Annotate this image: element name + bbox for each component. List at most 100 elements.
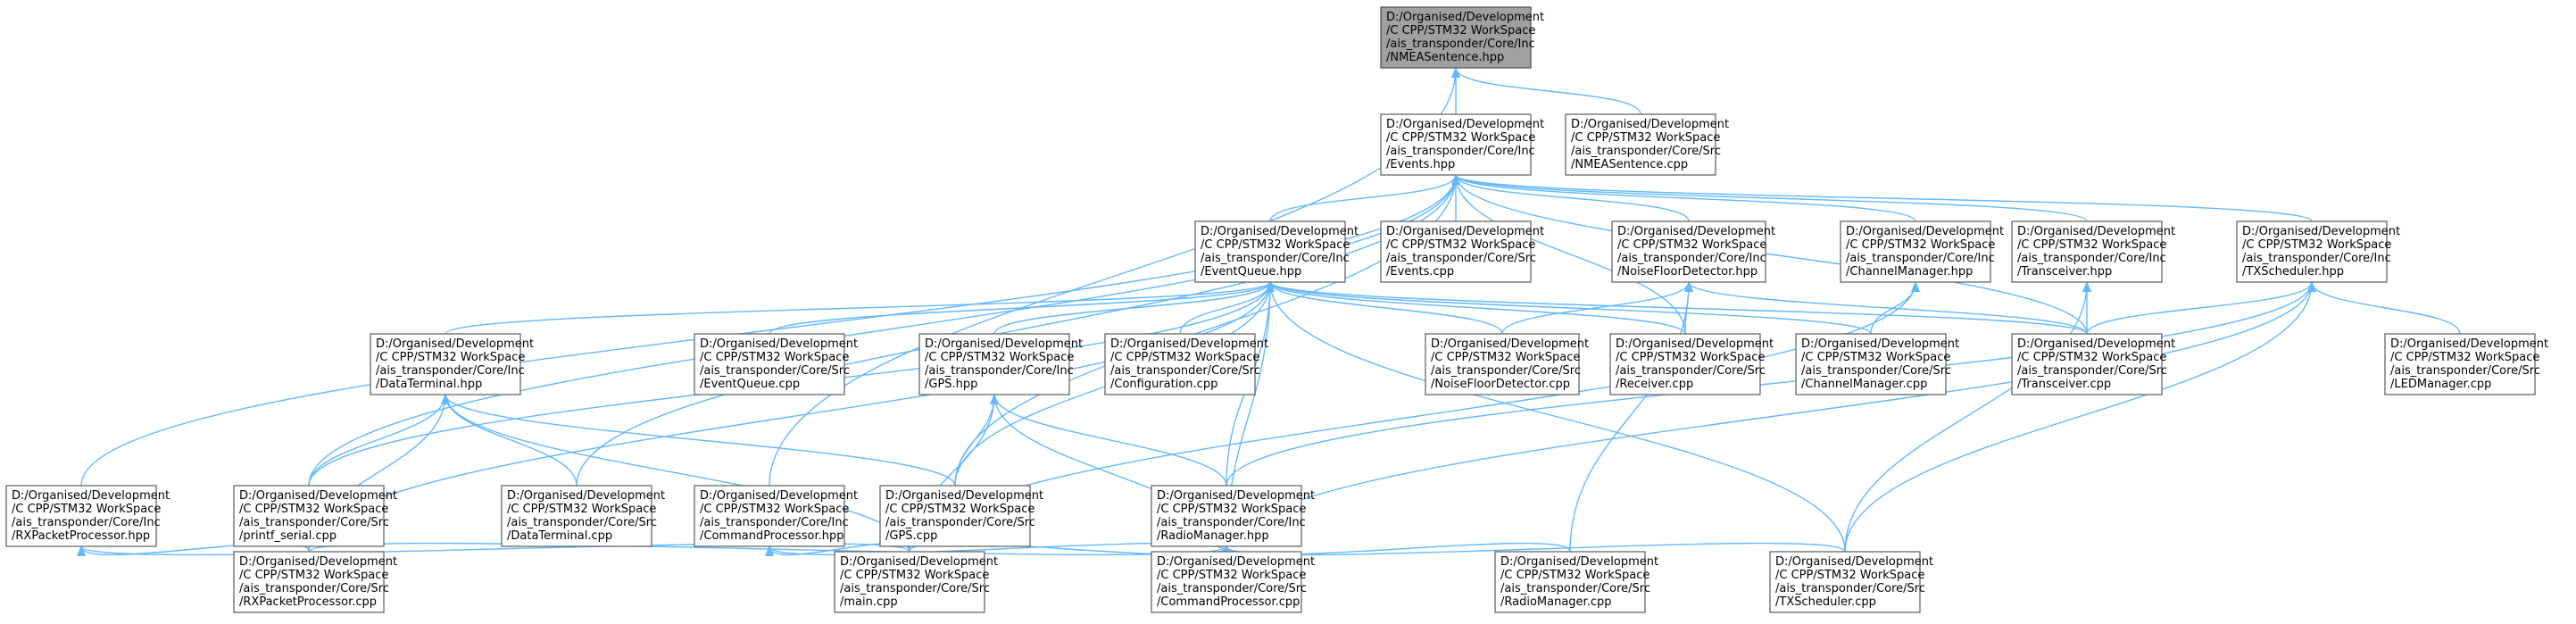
node-label-line: /ais_transponder/Core/Inc	[1157, 516, 1306, 529]
node-ledmanager_cpp[interactable]: D:/Organised/Development/C CPP/STM32 Wor…	[2384, 333, 2548, 395]
node-label-line: /C CPP/STM32 WorkSpace	[1110, 351, 1259, 364]
node-cmdproc_hpp[interactable]: D:/Organised/Development/C CPP/STM32 Wor…	[694, 485, 858, 547]
node-channelmgr_cpp[interactable]: D:/Organised/Development/C CPP/STM32 Wor…	[1795, 333, 1959, 395]
node-label-line: /C CPP/STM32 WorkSpace	[507, 503, 656, 516]
node-label-line: /ais_transponder/Core/Src	[840, 582, 990, 595]
node-label-line: /ais_transponder/Core/Src	[2390, 364, 2540, 378]
node-txscheduler_hpp[interactable]: D:/Organised/Development/C CPP/STM32 Wor…	[2236, 220, 2400, 283]
node-label-line: D:/Organised/Development	[1157, 555, 1315, 569]
node-label-line: /C CPP/STM32 WorkSpace	[1801, 351, 1950, 364]
node-label-line: /ChannelManager.cpp	[1801, 378, 1927, 391]
node-label-line: /C CPP/STM32 WorkSpace	[700, 503, 849, 516]
edge-gps_cpp-to-gps_hpp	[954, 394, 999, 487]
node-label-line: /NMEASentence.hpp	[1386, 51, 1504, 64]
node-label-line: /ais_transponder/Core/Src	[1571, 145, 1721, 158]
node-label-line: D:/Organised/Development	[376, 337, 534, 351]
node-nmea_cpp[interactable]: D:/Organised/Development/C CPP/STM32 Wor…	[1565, 113, 1729, 176]
node-box	[501, 485, 652, 547]
edge-nmea_cpp-to-nmea_hpp	[1451, 67, 1641, 115]
edge-main_cpp-to-rxpacket_hpp	[77, 542, 910, 557]
node-label-line: D:/Organised/Development	[1201, 225, 1359, 238]
node-rxpacket_cpp[interactable]: D:/Organised/Development/C CPP/STM32 Wor…	[233, 551, 397, 613]
edge-printf_cpp-to-dataterminal_hpp	[308, 394, 450, 487]
node-channelmgr_hpp[interactable]: D:/Organised/Development/C CPP/STM32 Wor…	[1840, 220, 2004, 283]
edge-channelmgr_cpp-to-channelmgr_hpp	[1870, 281, 1920, 335]
node-label-line: /C CPP/STM32 WorkSpace	[12, 503, 161, 516]
node-box	[694, 485, 845, 547]
node-label-line: /ais_transponder/Core/Inc	[1386, 37, 1535, 51]
node-transceiver_cpp[interactable]: D:/Organised/Development/C CPP/STM32 Wor…	[2011, 333, 2175, 395]
edge-ledmanager_cpp-to-txscheduler_hpp	[2307, 281, 2461, 335]
node-rxpacket_hpp[interactable]: D:/Organised/Development/C CPP/STM32 Wor…	[5, 485, 170, 547]
node-label-line: /DataTerminal.cpp	[507, 529, 612, 543]
node-label-line: /ais_transponder/Core/Src	[1157, 582, 1307, 595]
node-box	[879, 485, 1031, 547]
node-label-line: /ais_transponder/Core/Inc	[12, 516, 161, 529]
node-label-line: /C CPP/STM32 WorkSpace	[1775, 569, 1924, 582]
node-noisefloor_hpp[interactable]: D:/Organised/Development/C CPP/STM32 Wor…	[1611, 220, 1775, 283]
edge-transceiver_hpp-to-events_hpp	[1451, 174, 2088, 222]
node-label-line: /Receiver.cpp	[1616, 378, 1693, 391]
node-label-line: /C CPP/STM32 WorkSpace	[2390, 351, 2539, 364]
node-label-line: /printf_serial.cpp	[239, 529, 337, 543]
node-label-line: /RXPacketProcessor.cpp	[239, 595, 377, 609]
node-dataterminal_hpp[interactable]: D:/Organised/Development/C CPP/STM32 Wor…	[370, 333, 534, 395]
node-label-line: /RadioManager.hpp	[1157, 529, 1269, 543]
edge-noisefloor_hpp-to-events_hpp	[1451, 174, 1690, 222]
node-label-line: D:/Organised/Development	[1157, 489, 1315, 503]
node-label-line: /C CPP/STM32 WorkSpace	[1386, 131, 1535, 145]
edge-txscheduler_hpp-to-events_hpp	[1451, 174, 2313, 222]
node-label-line: D:/Organised/Development	[1775, 555, 1933, 569]
node-box	[1151, 485, 1302, 547]
node-label-line: D:/Organised/Development	[1616, 337, 1774, 351]
node-dataterminal_cpp[interactable]: D:/Organised/Development/C CPP/STM32 Wor…	[501, 485, 665, 547]
node-radiomgr_cpp[interactable]: D:/Organised/Development/C CPP/STM32 Wor…	[1494, 551, 1658, 613]
node-receiver_cpp[interactable]: D:/Organised/Development/C CPP/STM32 Wor…	[1609, 333, 1774, 395]
edge-radiomgr_hpp-to-gps_hpp	[990, 394, 1227, 487]
edge-noisefloor_cpp-to-noisefloor_hpp	[1501, 281, 1693, 335]
node-label-line: /GPS.cpp	[885, 529, 937, 543]
node-label-line: D:/Organised/Development	[1571, 118, 1729, 131]
node-box	[2384, 333, 2536, 395]
node-label-line: D:/Organised/Development	[1500, 555, 1658, 569]
edge-radiomgr_cpp-to-noisefloor_hpp	[1569, 281, 1693, 553]
node-label-line: /ais_transponder/Core/Src	[1500, 582, 1650, 595]
node-label-line: D:/Organised/Development	[925, 337, 1083, 351]
node-gps_hpp[interactable]: D:/Organised/Development/C CPP/STM32 Wor…	[918, 333, 1083, 395]
node-label-line: /ais_transponder/Core/Inc	[925, 364, 1074, 378]
edge-txscheduler_cpp-to-txscheduler_hpp	[1844, 281, 2316, 553]
node-label-line: D:/Organised/Development	[1386, 225, 1544, 238]
node-configuration_cpp[interactable]: D:/Organised/Development/C CPP/STM32 Wor…	[1104, 333, 1268, 395]
node-box	[1565, 113, 1716, 176]
node-box	[1611, 220, 1766, 283]
node-noisefloor_cpp[interactable]: D:/Organised/Development/C CPP/STM32 Wor…	[1425, 333, 1589, 395]
node-nmea_hpp[interactable]: D:/Organised/Development/C CPP/STM32 Wor…	[1380, 6, 1544, 69]
node-label-line: /ais_transponder/Core/Src	[1801, 364, 1951, 378]
node-label-line: D:/Organised/Development	[1110, 337, 1268, 351]
node-printf_cpp[interactable]: D:/Organised/Development/C CPP/STM32 Wor…	[233, 485, 397, 547]
node-events_hpp[interactable]: D:/Organised/Development/C CPP/STM32 Wor…	[1380, 113, 1544, 176]
node-box	[1104, 333, 1256, 395]
node-gps_cpp[interactable]: D:/Organised/Development/C CPP/STM32 Wor…	[879, 485, 1043, 547]
node-label-line: D:/Organised/Development	[2390, 337, 2548, 351]
node-cmdproc_cpp[interactable]: D:/Organised/Development/C CPP/STM32 Wor…	[1151, 551, 1315, 613]
nodes-layer: D:/Organised/Development/C CPP/STM32 Wor…	[5, 6, 2548, 613]
node-main_cpp[interactable]: D:/Organised/Development/C CPP/STM32 Wor…	[834, 551, 998, 613]
node-txscheduler_cpp[interactable]: D:/Organised/Development/C CPP/STM32 Wor…	[1769, 551, 1933, 613]
node-label-line: /C CPP/STM32 WorkSpace	[1386, 238, 1535, 252]
node-radiomgr_hpp[interactable]: D:/Organised/Development/C CPP/STM32 Wor…	[1151, 485, 1315, 547]
node-events_cpp[interactable]: D:/Organised/Development/C CPP/STM32 Wor…	[1380, 220, 1544, 283]
node-label-line: /ais_transponder/Core/Src	[885, 516, 1035, 529]
node-transceiver_hpp[interactable]: D:/Organised/Development/C CPP/STM32 Wor…	[2011, 220, 2175, 283]
node-box	[233, 551, 385, 613]
node-label-line: D:/Organised/Development	[1846, 225, 2004, 238]
node-label-line: /ais_transponder/Core/Inc	[1201, 252, 1350, 265]
node-label-line: /C CPP/STM32 WorkSpace	[2017, 238, 2166, 252]
node-eventqueue_cpp[interactable]: D:/Organised/Development/C CPP/STM32 Wor…	[694, 333, 858, 395]
node-label-line: /ChannelManager.hpp	[1846, 265, 1973, 279]
node-box	[1840, 220, 1991, 283]
node-label-line: /EventQueue.cpp	[700, 378, 800, 391]
node-label-line: /TXScheduler.cpp	[1775, 595, 1876, 609]
node-eventqueue_hpp[interactable]: D:/Organised/Development/C CPP/STM32 Wor…	[1194, 220, 1359, 283]
node-label-line: /C CPP/STM32 WorkSpace	[2242, 238, 2391, 252]
